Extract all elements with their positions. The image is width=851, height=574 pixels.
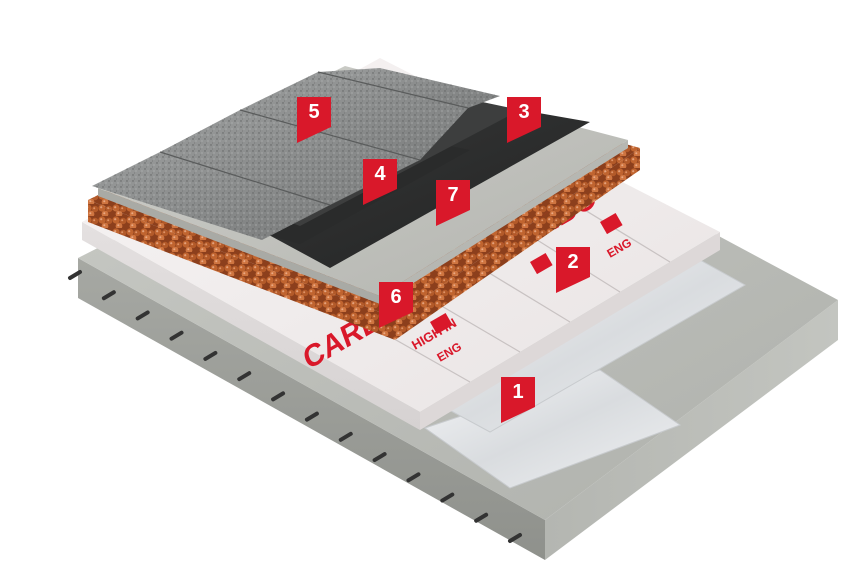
marker-1: 1 [501, 377, 535, 423]
shingles [92, 68, 500, 240]
marker-3: 3 [507, 97, 541, 143]
screed-side [380, 140, 628, 304]
marker-label-1: 1 [512, 381, 523, 403]
marker-label-7: 7 [447, 184, 458, 206]
insulation-side [420, 232, 720, 430]
marker-label-6: 6 [390, 286, 401, 308]
rebar-stub [169, 330, 184, 341]
rebar-stub [338, 431, 353, 442]
board-logo-square-2 [600, 213, 623, 235]
marker-flag-4 [363, 159, 397, 205]
concrete-slab-side [545, 300, 838, 560]
rebar-stub [440, 492, 455, 503]
marker-label-5: 5 [308, 101, 319, 123]
marker-label-2: 2 [567, 251, 578, 273]
marker-6: 6 [379, 282, 413, 328]
rebar-stub [271, 391, 286, 402]
rebar-stub [406, 472, 421, 483]
rebar-stub [68, 270, 82, 280]
rebar-stub [508, 533, 522, 543]
rebar-stub [135, 310, 150, 321]
concrete-slab-front [78, 258, 545, 560]
screed-front [98, 188, 380, 304]
board-logo-square-3 [429, 313, 453, 335]
rebar-stub [203, 350, 218, 361]
rebar-stub [237, 371, 252, 382]
marker-flag-7 [436, 180, 470, 226]
expanded-clay-side [395, 148, 640, 340]
marker-7: 7 [436, 180, 470, 226]
rebar-stub [101, 290, 116, 301]
layer-markers: 1 2 3 4 5 6 7 [297, 97, 590, 423]
marker-flag-6 [379, 282, 413, 328]
rebar-stub [304, 411, 319, 422]
expanded-clay-front [88, 200, 395, 340]
marker-flag-5 [297, 97, 331, 143]
rebar-stubs [68, 270, 522, 543]
marker-flag-2 [556, 247, 590, 293]
rebar-stub [474, 512, 489, 523]
marker-label-3: 3 [518, 101, 529, 123]
marker-label-4: 4 [374, 163, 386, 185]
board-logo-square [530, 253, 553, 275]
marker-2: 2 [556, 247, 590, 293]
marker-flag-3 [507, 97, 541, 143]
rebar-stub [372, 452, 387, 463]
marker-5: 5 [297, 97, 331, 143]
marker-flag-1 [501, 377, 535, 423]
insulation-front [82, 222, 420, 430]
marker-4: 4 [363, 159, 397, 205]
